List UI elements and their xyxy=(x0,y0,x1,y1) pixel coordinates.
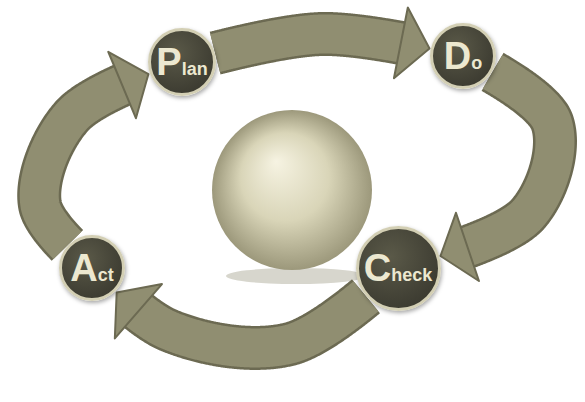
arrowhead xyxy=(115,284,162,338)
cycle-step-circle: Plan xyxy=(148,28,216,96)
arrow-band xyxy=(39,84,124,245)
step-label: Plan xyxy=(156,43,207,81)
cycle-step-circle: Do xyxy=(430,23,496,89)
cycle-arrow xyxy=(440,72,555,281)
arrow-band xyxy=(215,34,403,53)
step-label: Act xyxy=(70,249,113,287)
cycle-step-circle: Check xyxy=(356,226,441,311)
arrow-band-edge xyxy=(466,72,555,248)
cycle-arrow xyxy=(39,52,148,246)
sphere-shadow xyxy=(226,268,366,284)
arrowhead xyxy=(440,213,478,281)
arrow-band xyxy=(466,72,555,248)
arrow-band xyxy=(137,296,366,348)
cycle-arrow xyxy=(215,8,429,79)
arrow-band-edge xyxy=(39,84,124,245)
arrowhead xyxy=(394,8,430,79)
arrow-band-edge xyxy=(215,34,403,53)
connector-layer xyxy=(39,8,555,348)
arrowhead xyxy=(108,52,148,118)
step-label: Check xyxy=(364,249,432,287)
arrow-band-edge xyxy=(137,296,366,348)
step-label: Do xyxy=(444,37,482,75)
center-sphere xyxy=(212,110,372,270)
cycle-arrow xyxy=(115,284,366,348)
cycle-step-circle: Act xyxy=(59,235,125,301)
